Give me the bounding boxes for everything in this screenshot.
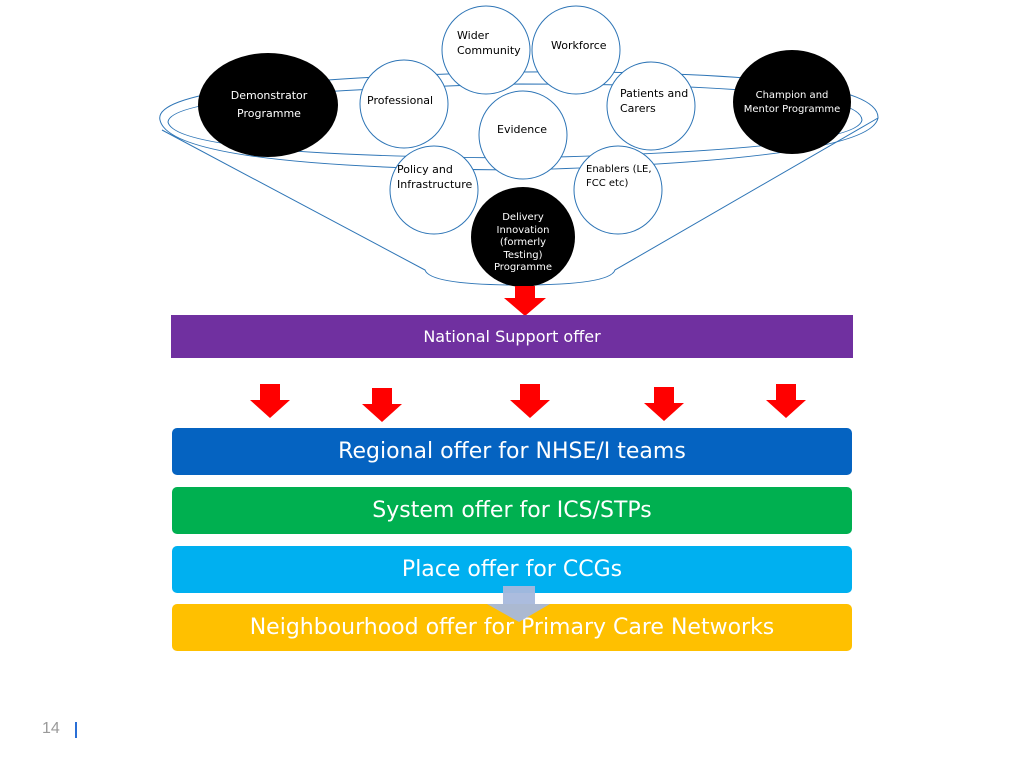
regional-offer-band: Regional offer for NHSE/I teams	[172, 428, 852, 475]
page-number: 14	[42, 720, 60, 737]
system-offer-band: System offer for ICS/STPs	[172, 487, 852, 534]
label-demonstrator: Demonstrator Programme	[230, 89, 308, 120]
circle-policy-infrastructure	[389, 145, 479, 235]
funnel-graphic	[159, 5, 879, 316]
label-wider-community: Wider Community	[457, 29, 521, 57]
circle-wider-community	[441, 5, 531, 95]
circle-enablers	[573, 145, 663, 235]
place-offer-band: Place offer for CCGs	[172, 546, 852, 593]
footer-divider	[75, 722, 77, 738]
label-evidence: Evidence	[497, 123, 548, 136]
label-champion: Champion and Mentor Programme	[743, 90, 841, 115]
national-support-band: National Support offer	[171, 315, 853, 358]
label-professional: Professional	[367, 94, 434, 107]
circle-workforce	[531, 5, 621, 95]
neighbourhood-offer-label: Neighbourhood offer for Primary Care Net…	[249, 615, 775, 640]
red-arrow-2	[362, 388, 402, 422]
place-offer-label: Place offer for CCGs	[401, 557, 623, 582]
ellipse-delivery	[471, 187, 575, 287]
system-offer-label: System offer for ICS/STPs	[372, 498, 652, 523]
label-patients-carers: Patients and Carers	[620, 87, 689, 115]
label-delivery: Delivery Innovation (formerly Testing) P…	[493, 212, 553, 273]
circle-evidence	[478, 90, 568, 180]
national-support-label: National Support offer	[423, 327, 601, 346]
label-workforce: Workforce	[551, 39, 607, 52]
red-arrow-top	[504, 286, 546, 316]
label-enablers: Enablers (LE, FCC etc)	[586, 164, 652, 189]
circle-professional	[359, 59, 449, 149]
red-arrow-1	[250, 384, 290, 418]
circle-patients-carers	[606, 61, 696, 151]
red-arrow-5	[766, 384, 806, 418]
ellipse-champion	[733, 50, 851, 154]
red-arrow-4	[644, 387, 684, 421]
red-arrows-row	[250, 384, 806, 422]
ellipse-demonstrator	[198, 53, 338, 157]
label-policy-infrastructure: Policy and Infrastructure	[397, 163, 473, 191]
red-arrow-3	[510, 384, 550, 418]
neighbourhood-offer-band: Neighbourhood offer for Primary Care Net…	[172, 604, 852, 651]
regional-offer-label: Regional offer for NHSE/I teams	[338, 439, 686, 464]
